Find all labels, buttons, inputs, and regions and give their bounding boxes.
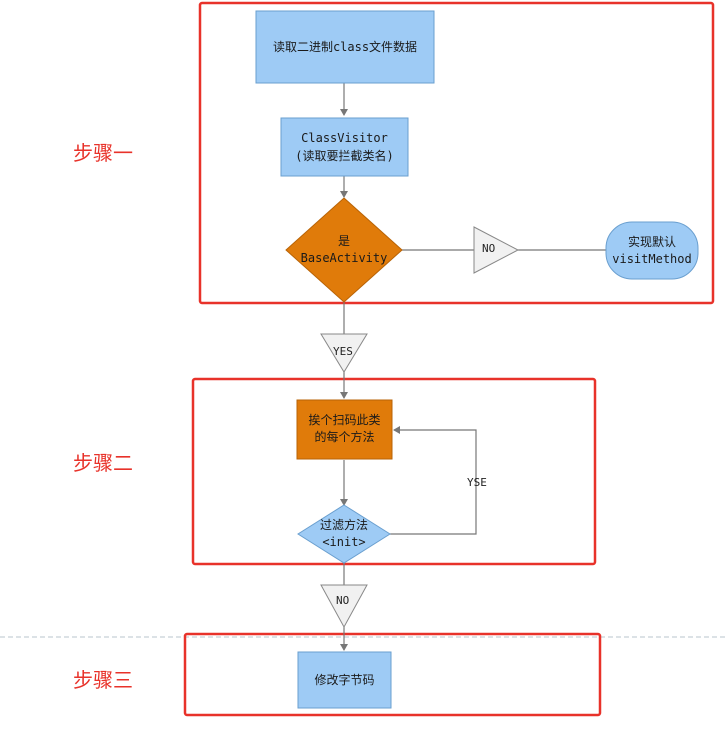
node-no-triangle-1 xyxy=(473,226,520,274)
read-binary-text: 读取二进制class文件数据 xyxy=(272,40,418,54)
node-is-base-activity xyxy=(285,197,403,303)
step3-frame xyxy=(183,632,602,717)
node-yes-triangle xyxy=(320,333,368,373)
yse-label: YSE xyxy=(467,476,487,489)
node-default-visit xyxy=(605,221,699,280)
edge-filter-loop xyxy=(390,426,477,535)
scan-line2: 的每个方法 xyxy=(314,430,375,444)
step2-label: 步骤二 xyxy=(73,451,133,475)
node-scan-methods xyxy=(296,399,393,460)
class-visitor-title: ClassVisitor xyxy=(301,131,388,145)
modify-bytecode-text: 修改字节码 xyxy=(314,673,375,687)
filter-line2: <init> xyxy=(322,535,366,549)
node-read-binary xyxy=(255,10,435,84)
scan-line1: 挨个扫码此类 xyxy=(308,413,381,427)
is-base-line2: BaseActivity xyxy=(300,251,388,265)
yes-label: YES xyxy=(333,345,353,358)
filter-line1: 过滤方法 xyxy=(319,518,368,532)
no-label-1: NO xyxy=(482,242,496,255)
step3-label: 步骤三 xyxy=(73,668,133,692)
default-visit-line2: visitMethod xyxy=(612,252,692,266)
node-modify-bytecode xyxy=(297,651,392,709)
is-base-line1: 是 xyxy=(337,234,350,248)
node-class-visitor xyxy=(280,117,409,177)
step2-frame xyxy=(191,377,597,566)
step1-frame xyxy=(198,1,715,305)
default-visit-line1: 实现默认 xyxy=(627,235,676,249)
step1-label: 步骤一 xyxy=(73,141,133,165)
node-filter-init xyxy=(297,504,391,564)
node-no-triangle-2 xyxy=(320,584,368,629)
no-label-2: NO xyxy=(336,594,350,607)
class-visitor-subtitle: (读取要拦截类名) xyxy=(295,149,394,163)
